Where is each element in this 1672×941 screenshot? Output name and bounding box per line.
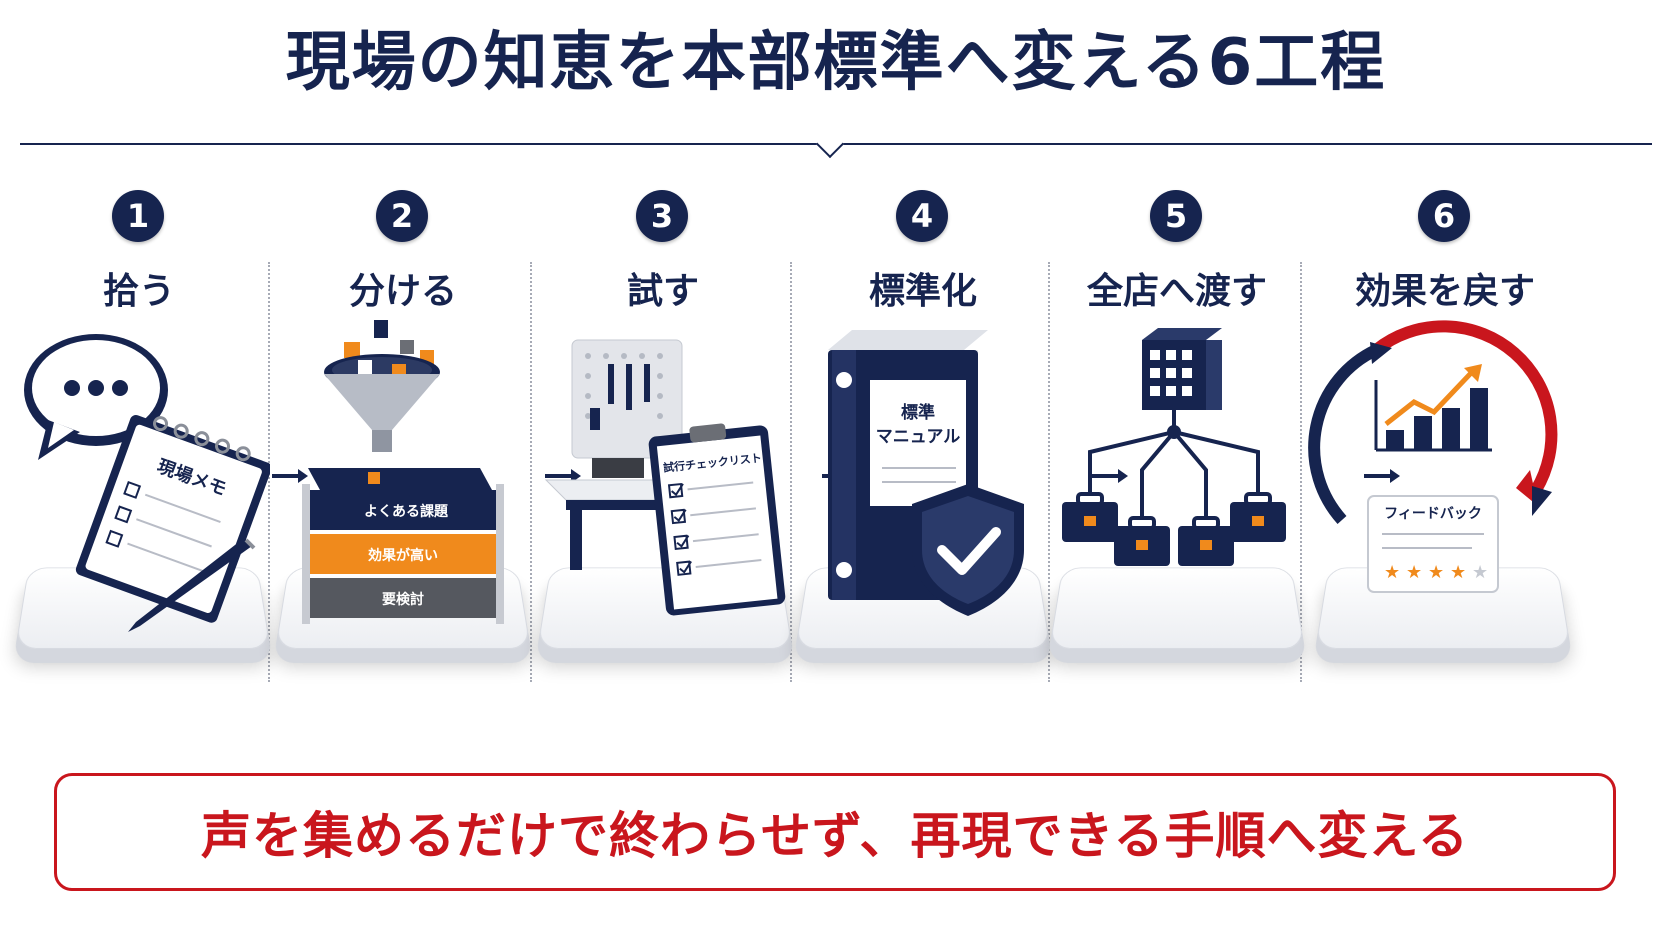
cycle-arrows-icon (1308, 320, 1558, 525)
feedback-title: フィードバック (1384, 506, 1482, 522)
step-label: 分ける (348, 271, 457, 312)
step-6: 6 効果を戻す フィードバック ★ ★ ★ ★ ★ (1306, 190, 1571, 730)
step-5: 5 全店へ渡す (1046, 190, 1308, 730)
step-4-illustration: 標準 マニュアル (828, 330, 1024, 616)
step-number: 1 (112, 190, 164, 242)
step-2: 2 分ける よくある課題 効果が高い 要検討 (272, 190, 534, 730)
distribution-lines (1088, 410, 1260, 520)
manual-title: 標準 (901, 402, 935, 423)
bar-chart-icon (1374, 364, 1492, 452)
step-divider (1048, 262, 1050, 682)
step-number: 5 (1150, 190, 1202, 242)
bottom-message-box: 声を集めるだけで終わらせず、再現できる手順へ変える (54, 773, 1616, 891)
arrow-right-icon (1092, 469, 1128, 483)
feedback-card: フィードバック ★ ★ ★ ★ ★ (1367, 495, 1499, 593)
step-6-illustration: フィードバック ★ ★ ★ ★ ★ (1308, 320, 1558, 593)
shield-check-icon (912, 484, 1024, 616)
step-label: 試す (626, 271, 699, 312)
bin-label: よくある課題 (364, 503, 449, 520)
arrow-right-icon (1364, 469, 1400, 483)
star: ★ (1384, 562, 1400, 583)
step-divider (790, 262, 792, 682)
page-title: 現場の知恵を本部標準へ変える6工程 (285, 26, 1387, 100)
headquarters-building-icon (1142, 328, 1222, 410)
star: ★ (1450, 562, 1466, 583)
sorting-trays-icon: よくある課題 効果が高い 要検討 (302, 468, 504, 624)
step-number: 6 (1418, 190, 1470, 242)
pen-icon (128, 538, 256, 632)
step-label: 効果を戻す (1354, 271, 1535, 312)
step-label: 拾う (102, 271, 175, 312)
step-3: 3 試す 試行チェックリスト (532, 190, 794, 730)
step-number: 2 (376, 190, 428, 242)
step-label: 標準化 (868, 271, 977, 312)
step-label: 全店へ渡す (1086, 271, 1267, 312)
step-1-illustration: 現場メモ (24, 334, 270, 632)
step-number: 3 (636, 190, 688, 242)
star-rating-icon: ★ ★ ★ ★ ★ (1384, 562, 1488, 583)
star: ★ (1406, 562, 1422, 583)
manual-subtitle: マニュアル (876, 427, 961, 447)
pegboard-tools-icon (571, 339, 683, 459)
store-toolbox-icon (1062, 492, 1286, 566)
bottom-message: 声を集めるだけで終わらせず、再現できる手順へ変える (201, 807, 1469, 865)
step-divider (1300, 262, 1302, 682)
step-3-illustration: 試行チェックリスト (544, 339, 786, 616)
funnel-icon (324, 320, 440, 452)
step-divider (530, 262, 532, 682)
title-divider-notch (815, 129, 845, 159)
clipboard-checklist-icon: 試行チェックリスト (648, 423, 786, 616)
step-number: 4 (896, 190, 948, 242)
star: ★ (1472, 562, 1488, 583)
step-5-illustration (1062, 328, 1286, 566)
step-1: 1 拾う 現場メモ (8, 190, 271, 730)
arrow-right-icon (272, 469, 308, 483)
bin-label: 要検討 (382, 591, 424, 608)
bin-label: 効果が高い (368, 547, 438, 564)
star: ★ (1428, 562, 1444, 583)
step-4: 4 標準化 標準 マニュアル (792, 190, 1054, 730)
step-2-illustration: よくある課題 効果が高い 要検討 (302, 320, 504, 624)
